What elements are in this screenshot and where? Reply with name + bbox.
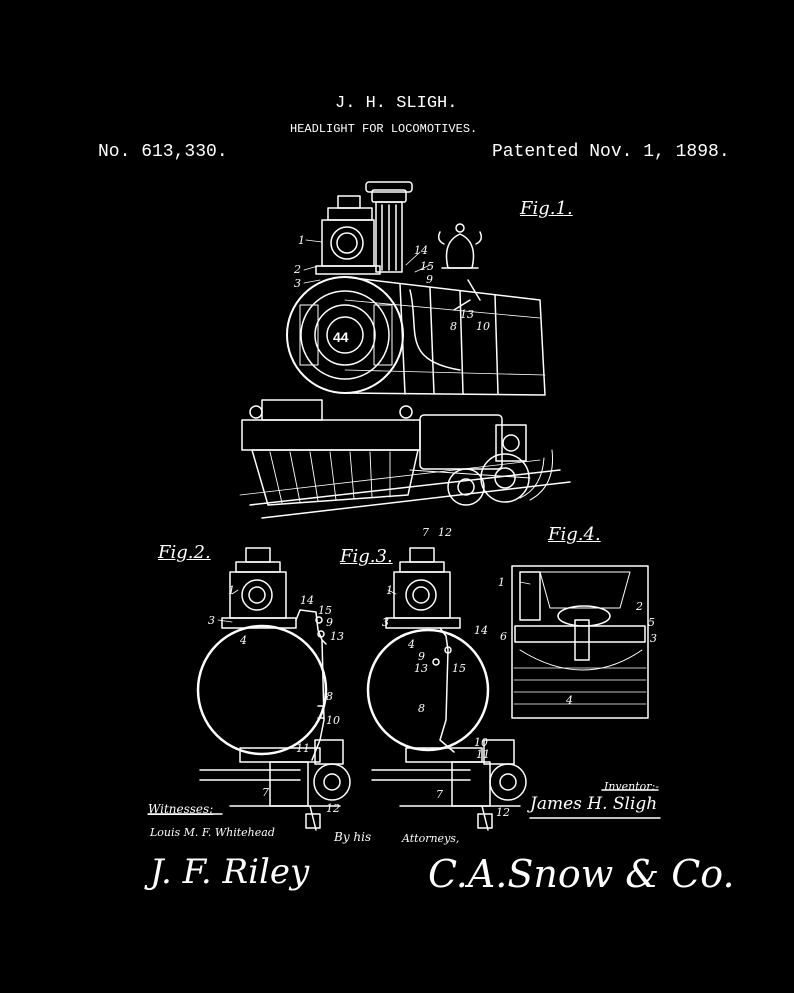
ref-f4-5: 5 (648, 616, 655, 629)
fig2-drawing (198, 548, 350, 830)
inventor-header: J. H. SLIGH. (335, 94, 458, 113)
ref-f1-1: 1 (298, 234, 305, 247)
ref-f1-2: 2 (293, 263, 301, 276)
attorney-signature: C.A.Snow & Co. (428, 852, 735, 896)
ref-f1-13: 13 (460, 308, 474, 321)
ref-f4-3: 3 (650, 632, 657, 645)
ref-f3-1: 1 (386, 584, 393, 597)
ref-f2-8: 8 (326, 690, 333, 703)
ref-f2-4: 4 (239, 634, 247, 647)
fig3-drawing (368, 548, 526, 830)
ref-f1-9: 9 (426, 273, 433, 286)
ref-f1-15: 15 (420, 260, 434, 273)
ref-f2-3: 3 (208, 614, 215, 627)
ref-f3-7: 7 (436, 788, 443, 801)
locomotive-figure (240, 182, 570, 518)
inventor-label: Inventor:- (604, 780, 659, 793)
ref-f3-4: 4 (407, 638, 415, 651)
ref-f3-3: 3 (382, 616, 389, 629)
ref-f1-12: 12 (438, 526, 452, 539)
patent-number: No. 613,330. (98, 142, 228, 162)
ref-f3-14: 14 (474, 624, 488, 637)
ref-f3-9: 9 (418, 650, 425, 663)
ref-f2-9: 9 (326, 616, 333, 629)
ref-f3-11: 11 (476, 748, 490, 761)
fig3-label: Fig.3. (340, 546, 393, 567)
ref-f2-15: 15 (318, 604, 332, 617)
ref-f3-12: 12 (496, 806, 510, 819)
ref-f2-10: 10 (326, 714, 340, 727)
ref-f4-6: 6 (500, 630, 507, 643)
ref-f2-14: 14 (300, 594, 314, 607)
ref-f4-4: 4 (565, 694, 573, 707)
ref-f2-11: 11 (296, 742, 310, 755)
ref-f3-13: 13 (414, 662, 428, 675)
ref-f2-7: 7 (262, 786, 269, 799)
ref-f1-10: 10 (476, 320, 490, 333)
ref-f4-2: 2 (635, 600, 643, 613)
witness-signature: J. F. Riley (150, 852, 310, 892)
ref-f3-15: 15 (452, 662, 466, 675)
witnesses-label: Witnesses: (148, 802, 214, 816)
engine-number: 44 (333, 329, 349, 345)
ref-f1-8: 8 (450, 320, 457, 333)
ref-f2-1: 1 (228, 584, 235, 597)
ref-f2-12: 12 (326, 802, 340, 815)
fig1-label: Fig.1. (520, 198, 573, 219)
fig2-label: Fig.2. (158, 542, 211, 563)
inventor-signature: James H. Sligh (530, 794, 658, 814)
by-his-label: By his (334, 830, 372, 844)
ref-f4-1: 1 (498, 576, 505, 589)
ref-f1-7: 7 (422, 526, 429, 539)
patent-title: HEADLIGHT FOR LOCOMOTIVES. (290, 122, 478, 136)
ref-f2-13: 13 (330, 630, 344, 643)
attorneys-label: Attorneys, (402, 832, 460, 845)
patent-date: Patented Nov. 1, 1898. (492, 142, 730, 162)
ref-f1-14: 14 (414, 244, 428, 257)
ref-f3-8: 8 (418, 702, 425, 715)
ref-f3-10: 10 (474, 736, 488, 749)
ref-f1-3: 3 (294, 277, 301, 290)
fig4-label: Fig.4. (548, 524, 601, 545)
witness-name: Louis M. F. Whitehead (150, 826, 275, 839)
fig4-drawing (512, 566, 648, 718)
